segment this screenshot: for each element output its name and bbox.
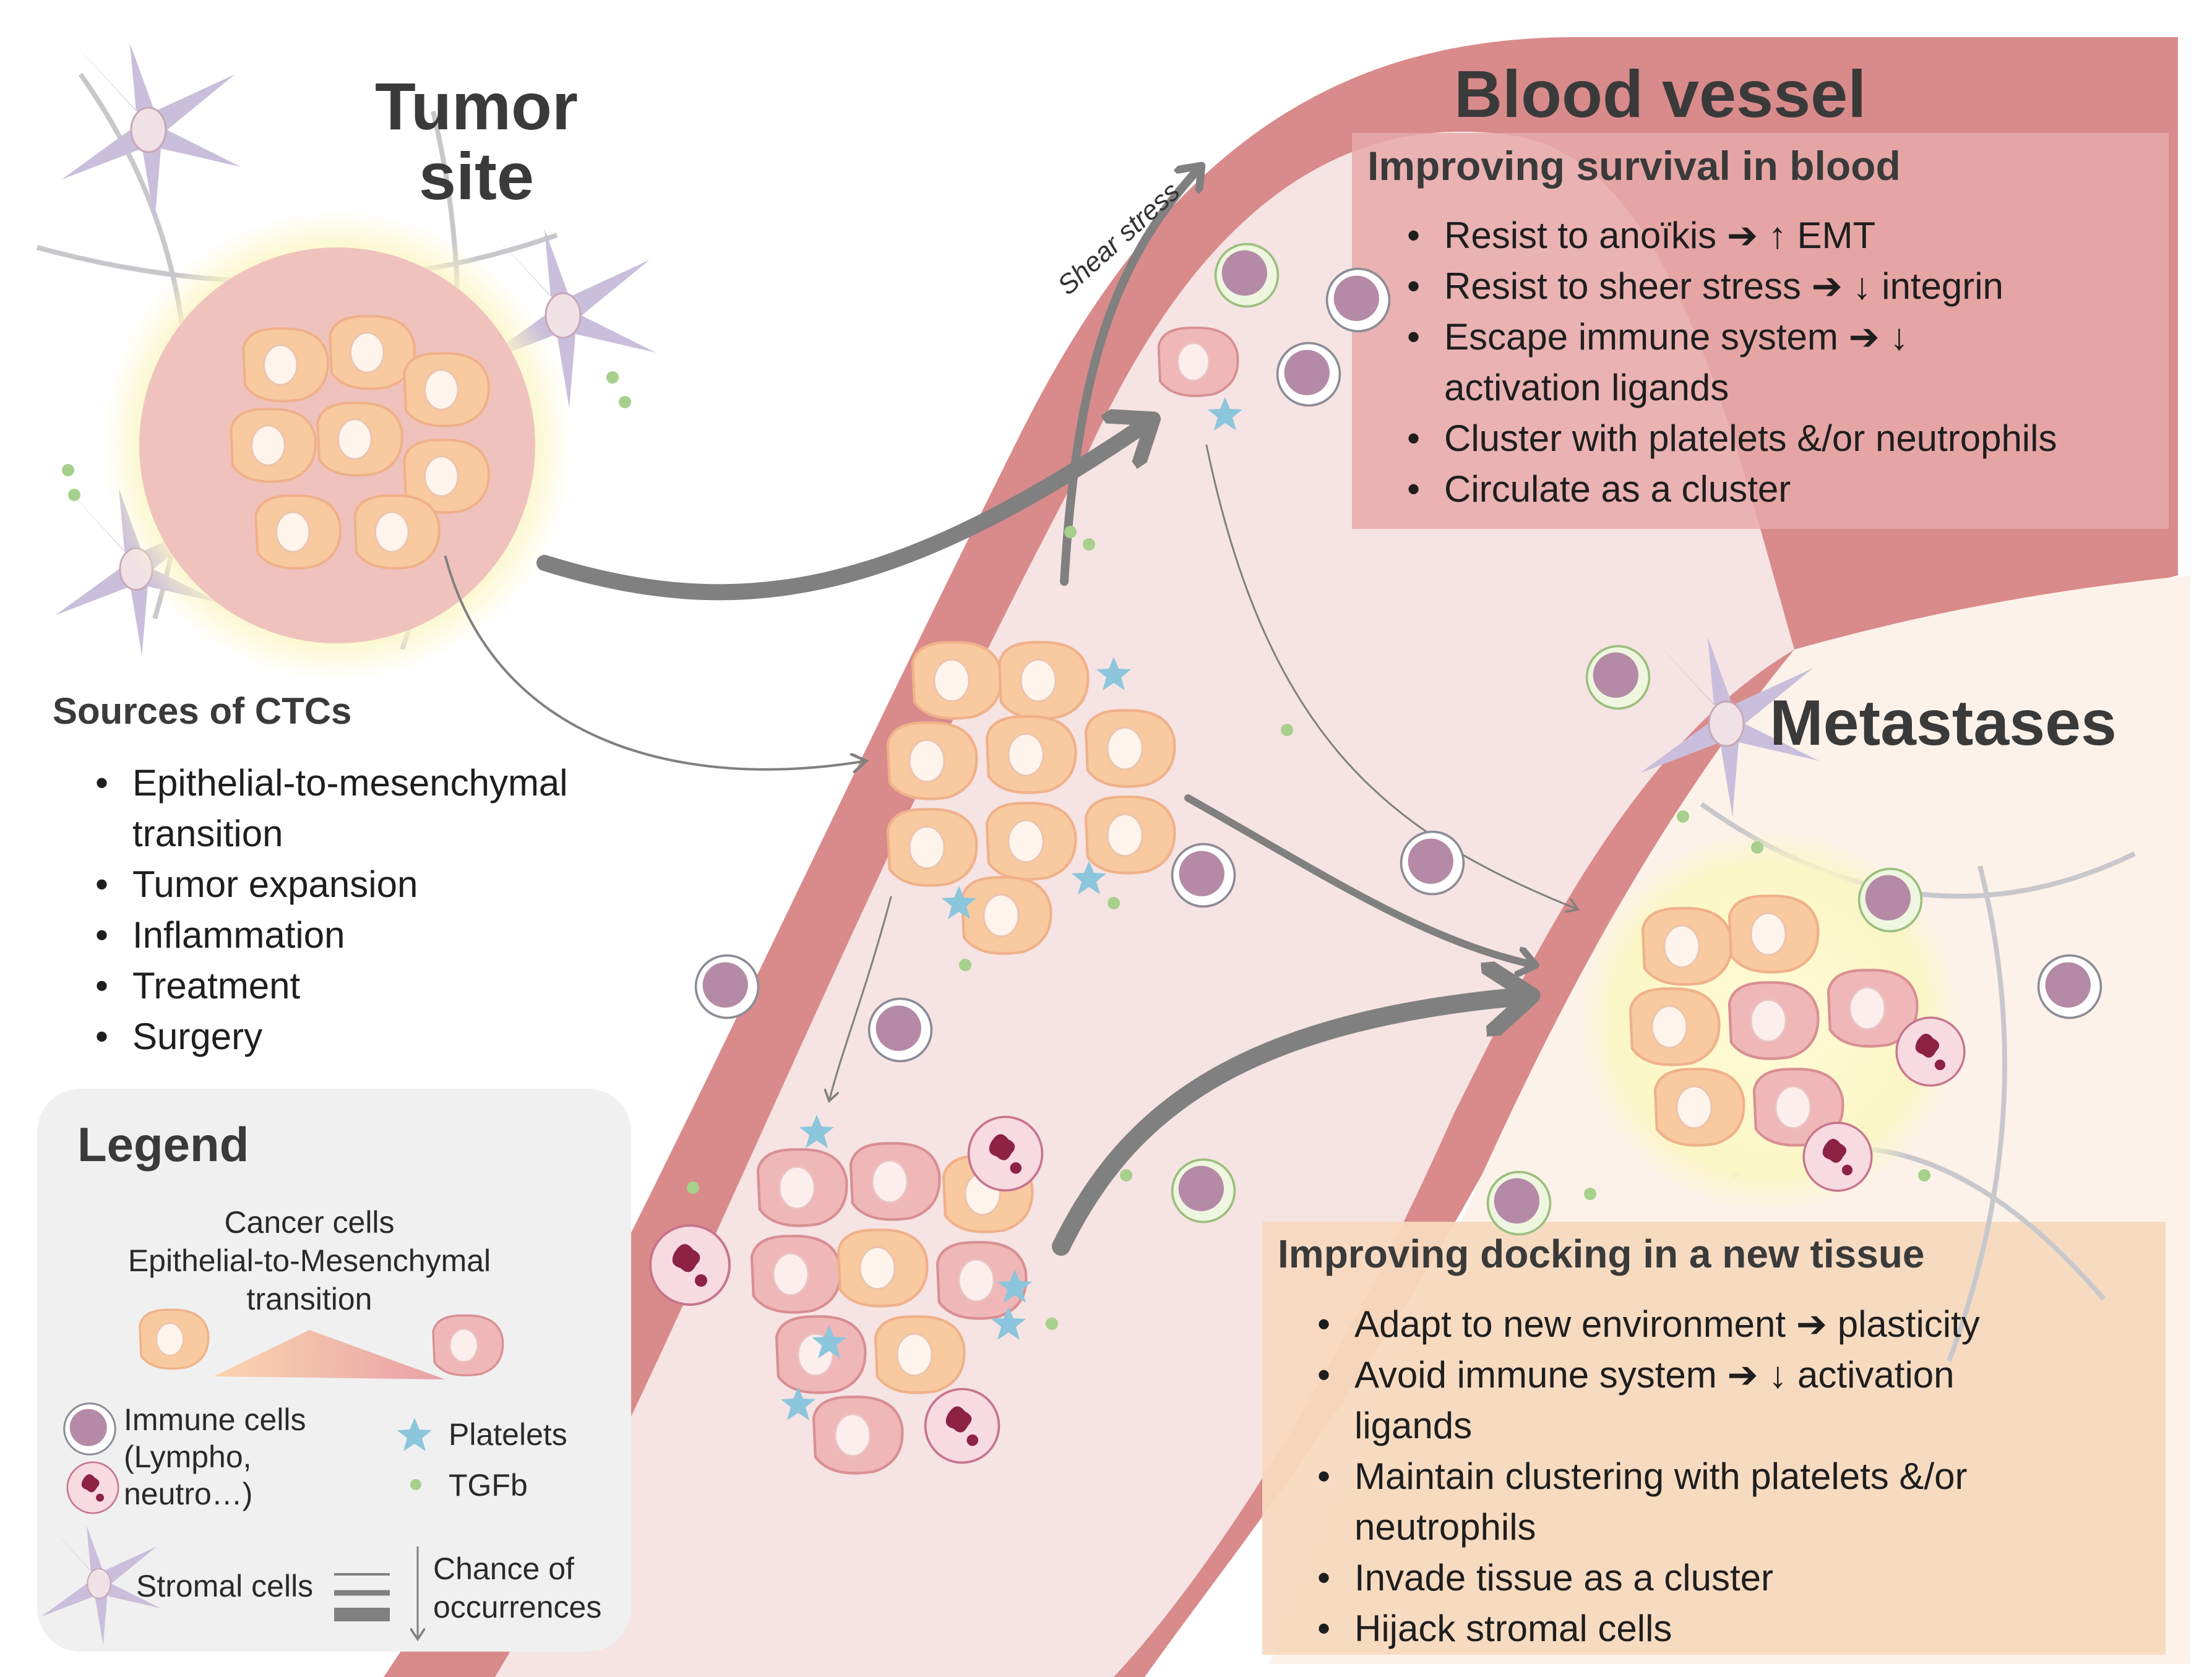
legend-emt-label-line2: transition xyxy=(246,1282,372,1316)
survival-item: Resist to sheer stress ➔ ↓ integrin xyxy=(1405,261,2057,312)
legend-immune-line3: neutro…) xyxy=(124,1477,253,1511)
legend-chance-line2: occurrences xyxy=(433,1590,602,1624)
sources-item: Tumor expansion xyxy=(93,859,568,910)
sources-item: Epithelial-to-mesenchymal xyxy=(93,758,568,808)
docking-item: Adapt to new environment ➔ plasticity xyxy=(1315,1299,1980,1350)
legend-title: Legend xyxy=(77,1117,249,1172)
tumor-site-title-line2: site xyxy=(418,139,535,214)
legend-chance-line1: Chance of xyxy=(433,1551,574,1586)
survival-item: Circulate as a cluster xyxy=(1405,464,2057,515)
docking-item: Hijack stromal cells xyxy=(1315,1603,1980,1654)
sources-item: Inflammation xyxy=(93,910,568,961)
survival-item: Cluster with platelets &/or neutrophils xyxy=(1405,413,2057,464)
survival-box-title: Improving survival in blood xyxy=(1367,143,1901,189)
tumor-site-title: Tumor site xyxy=(365,71,588,212)
legend-emt-caption: Cancer cells Epithelial-to-Mesenchymal t… xyxy=(111,1203,507,1318)
docking-box-title: Improving docking in a new tissue xyxy=(1278,1232,1925,1276)
docking-item-continuation: neutrophils xyxy=(1354,1506,1536,1548)
survival-item-continuation: activation ligands xyxy=(1444,367,1729,408)
metastases-title: Metastases xyxy=(1770,687,2117,759)
legend-immune-line1: Immune cells xyxy=(124,1402,306,1437)
survival-item: Escape immune system ➔ ↓ xyxy=(1405,312,2057,362)
docking-item: Avoid immune system ➔ ↓ activation xyxy=(1315,1350,1980,1400)
legend-cancer-cells-label: Cancer cells xyxy=(224,1205,395,1240)
tumor-site-title-line1: Tumor xyxy=(375,69,578,144)
legend-emt-label-line1: Epithelial-to-Mesenchymal xyxy=(127,1243,491,1278)
legend-immune-line2: (Lympho, xyxy=(124,1439,252,1474)
survival-item: Resist to anoïkis ➔ ↑ EMT xyxy=(1405,210,2057,261)
sources-title: Sources of CTCs xyxy=(53,690,352,732)
docking-item-continuation: ligands xyxy=(1354,1405,1473,1446)
legend-chance-label: Chance of occurrences xyxy=(433,1550,601,1626)
blood-vessel-title: Blood vessel xyxy=(1454,56,1867,131)
legend-platelets-label: Platelets xyxy=(449,1417,567,1452)
sources-item-continuation: transition xyxy=(132,813,283,854)
docking-list: Adapt to new environment ➔ plasticity Av… xyxy=(1315,1299,1980,1654)
legend-tgfb-label: TGFb xyxy=(449,1468,528,1503)
sources-item: Surgery xyxy=(93,1011,568,1062)
legend-stromal-label: Stromal cells xyxy=(136,1569,314,1603)
legend-immune-label: Immune cells (Lympho, neutro…) xyxy=(124,1401,306,1512)
sources-item: Treatment xyxy=(93,961,568,1011)
docking-item: Invade tissue as a cluster xyxy=(1315,1553,1980,1603)
survival-list: Resist to anoïkis ➔ ↑ EMT Resist to shee… xyxy=(1405,210,2057,515)
sources-list: Epithelial-to-mesenchymal transition Tum… xyxy=(93,758,568,1062)
docking-item: Maintain clustering with platelets &/or xyxy=(1315,1451,1980,1502)
